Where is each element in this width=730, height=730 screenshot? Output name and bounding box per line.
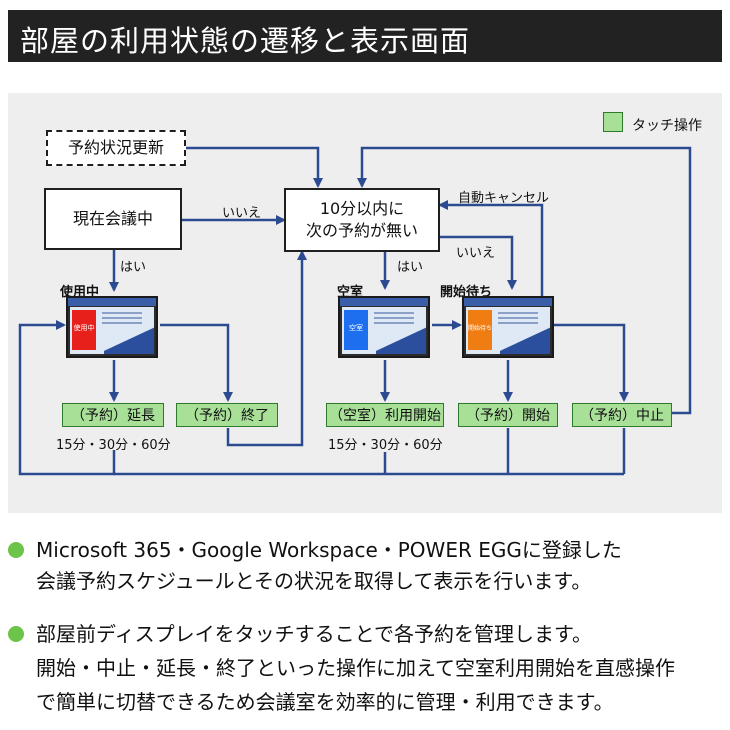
tile-waiting: 開始待ち bbox=[468, 310, 492, 350]
arrow-waiting-autocancel bbox=[438, 200, 544, 340]
edge-label-no-2: いいえ bbox=[456, 246, 496, 261]
screen-vacant: 空室 bbox=[338, 296, 430, 358]
bullet-1-line-1: Microsoft 365・Google Workspace・POWER EGG… bbox=[36, 538, 622, 562]
bullet-2-line-3: で簡単に切替できるため会議室を効率的に管理・利用できます。 bbox=[36, 690, 614, 714]
bullet-icon-2 bbox=[8, 626, 24, 642]
bullet-1-line-2: 会議予約スケジュールとその状況を取得して表示を行います。 bbox=[36, 569, 592, 593]
arrow-inuse-to-end bbox=[160, 323, 233, 402]
legend-swatch bbox=[603, 112, 623, 132]
edge-label-yes-1: はい bbox=[120, 260, 147, 275]
current-meeting-box: 現在会議中 bbox=[44, 188, 182, 250]
title-bar: 部屋の利用状態の遷移と表示画面 bbox=[8, 10, 722, 62]
action-start-button[interactable]: （予約）開始 bbox=[458, 403, 558, 427]
edge-label-yes-2: はい bbox=[397, 260, 424, 275]
bullet-icon-1 bbox=[8, 542, 24, 558]
reservation-update-label: 予約状況更新 bbox=[67, 138, 164, 157]
next-reservation-check-box: 10分以内に 次の予約が無い bbox=[284, 188, 440, 252]
bullet-2-line-2: 開始・中止・延長・終了といった操作に加えて空室利用開始を直感操作 bbox=[36, 656, 675, 680]
extend-durations: 15分・30分・60分 bbox=[56, 438, 171, 453]
edge-label-no-1: いいえ bbox=[222, 206, 262, 221]
tile-vacant: 空室 bbox=[344, 310, 368, 350]
reservation-update-box: 予約状況更新 bbox=[46, 130, 186, 166]
page-title: 部屋の利用状態の遷移と表示画面 bbox=[20, 24, 471, 58]
tile-in-use: 使用中 bbox=[72, 310, 96, 350]
screen-waiting: 開始待ち bbox=[462, 296, 554, 358]
current-meeting-label: 現在会議中 bbox=[72, 209, 153, 228]
action-cancel-button[interactable]: （予約）中止 bbox=[572, 403, 672, 427]
arrow-update-to-check bbox=[186, 146, 323, 188]
edge-label-auto-cancel: 自動キャンセル bbox=[458, 191, 550, 206]
arrow-cancel-loop bbox=[357, 146, 692, 415]
legend-label: タッチ操作 bbox=[632, 118, 702, 134]
arrow-waiting-to-cancel bbox=[554, 323, 629, 402]
action-vacant-start-button[interactable]: （空室）利用開始 bbox=[326, 403, 444, 427]
bullet-2-line-1: 部屋前ディスプレイをタッチすることで各予約を管理します。 bbox=[36, 622, 592, 646]
arrow-end-to-check bbox=[226, 250, 307, 447]
arrow-bottom-loop bbox=[18, 320, 116, 476]
action-extend-button[interactable]: （予約）延長 bbox=[62, 403, 164, 427]
vacant-start-durations: 15分・30分・60分 bbox=[328, 438, 443, 453]
action-end-button[interactable]: （予約）終了 bbox=[176, 403, 278, 427]
check-line-2: 次の予約が無い bbox=[305, 221, 418, 240]
check-line-1: 10分以内に bbox=[319, 199, 405, 218]
arrow-check-no bbox=[440, 235, 517, 290]
screen-in-use: 使用中 bbox=[66, 296, 158, 358]
